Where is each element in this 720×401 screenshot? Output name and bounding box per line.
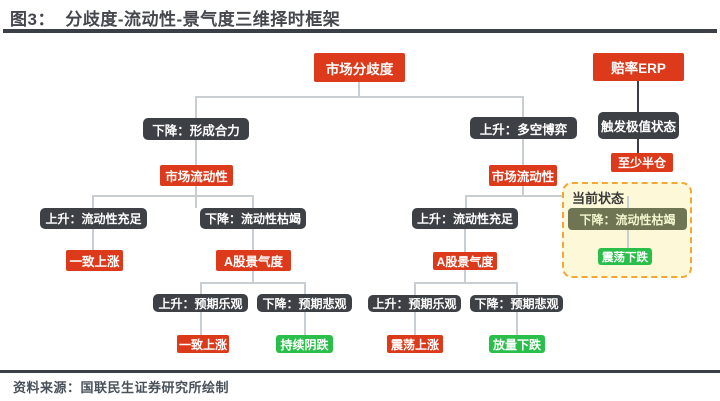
connector	[92, 195, 254, 197]
node-oscillating-decline: 震荡下跌	[598, 248, 652, 265]
node-left-pessimism: 下降：预期悲观	[257, 294, 352, 312]
connector	[637, 81, 639, 112]
node-current-liquidity-down: 下降：流动性枯竭	[568, 208, 687, 230]
connector	[304, 312, 306, 336]
node-left-unanimous-rise: 一致上涨	[66, 250, 123, 271]
connector	[200, 282, 202, 295]
connector	[304, 282, 306, 295]
connector	[252, 195, 254, 209]
node-oscillating-rise: 震荡上涨	[387, 335, 443, 353]
connector	[92, 195, 94, 209]
connector	[465, 195, 467, 209]
node-left-unanimous-rise-2: 一致上涨	[177, 335, 229, 353]
connector	[414, 282, 517, 284]
node-trigger-extreme-value: 触发极值状态	[598, 112, 679, 139]
connector	[414, 282, 416, 296]
node-market-divergence: 市场分歧度	[314, 53, 405, 82]
connector	[637, 139, 639, 154]
node-left-optimism: 上升：预期乐观	[153, 294, 248, 312]
connector	[516, 282, 518, 296]
connector	[464, 270, 466, 283]
connector	[195, 96, 524, 98]
node-continuous-decline: 持续阴跌	[276, 335, 333, 353]
title-divider	[3, 29, 717, 33]
node-erp-odds: 赔率ERP	[593, 53, 684, 81]
connector	[195, 96, 197, 119]
connector	[200, 312, 202, 336]
node-left-liquidity-down: 下降：流动性枯竭	[200, 208, 306, 229]
node-right-market-liquidity: 市场流动性	[489, 165, 557, 186]
connector	[414, 312, 416, 336]
node-right-a-share-prosperity: A股景气度	[433, 252, 497, 270]
connector	[92, 229, 94, 251]
node-right-optimism: 上升：预期乐观	[368, 295, 461, 312]
node-right-pessimism: 下降：预期悲观	[470, 295, 563, 312]
node-at-least-half-position: 至少半仓	[611, 153, 673, 172]
connector	[252, 229, 254, 252]
node-left-a-share-prosperity: A股景气度	[216, 250, 291, 271]
connector	[464, 229, 466, 253]
node-right-divergence-up: 上升：多空博弈	[470, 117, 577, 139]
connector	[516, 312, 518, 336]
figure-title: 图3： 分歧度-流动性-景气度三维择时框架	[10, 10, 341, 29]
footer-divider	[0, 370, 720, 373]
node-volume-decline: 放量下跌	[489, 335, 545, 353]
connector	[358, 82, 360, 97]
node-left-divergence-down: 下降：形成合力	[143, 118, 249, 140]
connector	[627, 196, 629, 208]
connector	[522, 96, 524, 118]
current-state-label: 当前状态	[572, 191, 625, 206]
node-left-liquidity-up: 上升：流动性充足	[40, 208, 147, 229]
connector	[627, 230, 629, 248]
source-note: 资料来源：国联民生证券研究所绘制	[13, 380, 230, 395]
node-left-market-liquidity: 市场流动性	[160, 165, 233, 186]
connector	[252, 271, 254, 283]
connector	[200, 282, 306, 284]
node-right-liquidity-up: 上升：流动性充足	[412, 208, 518, 229]
connector	[465, 195, 629, 197]
